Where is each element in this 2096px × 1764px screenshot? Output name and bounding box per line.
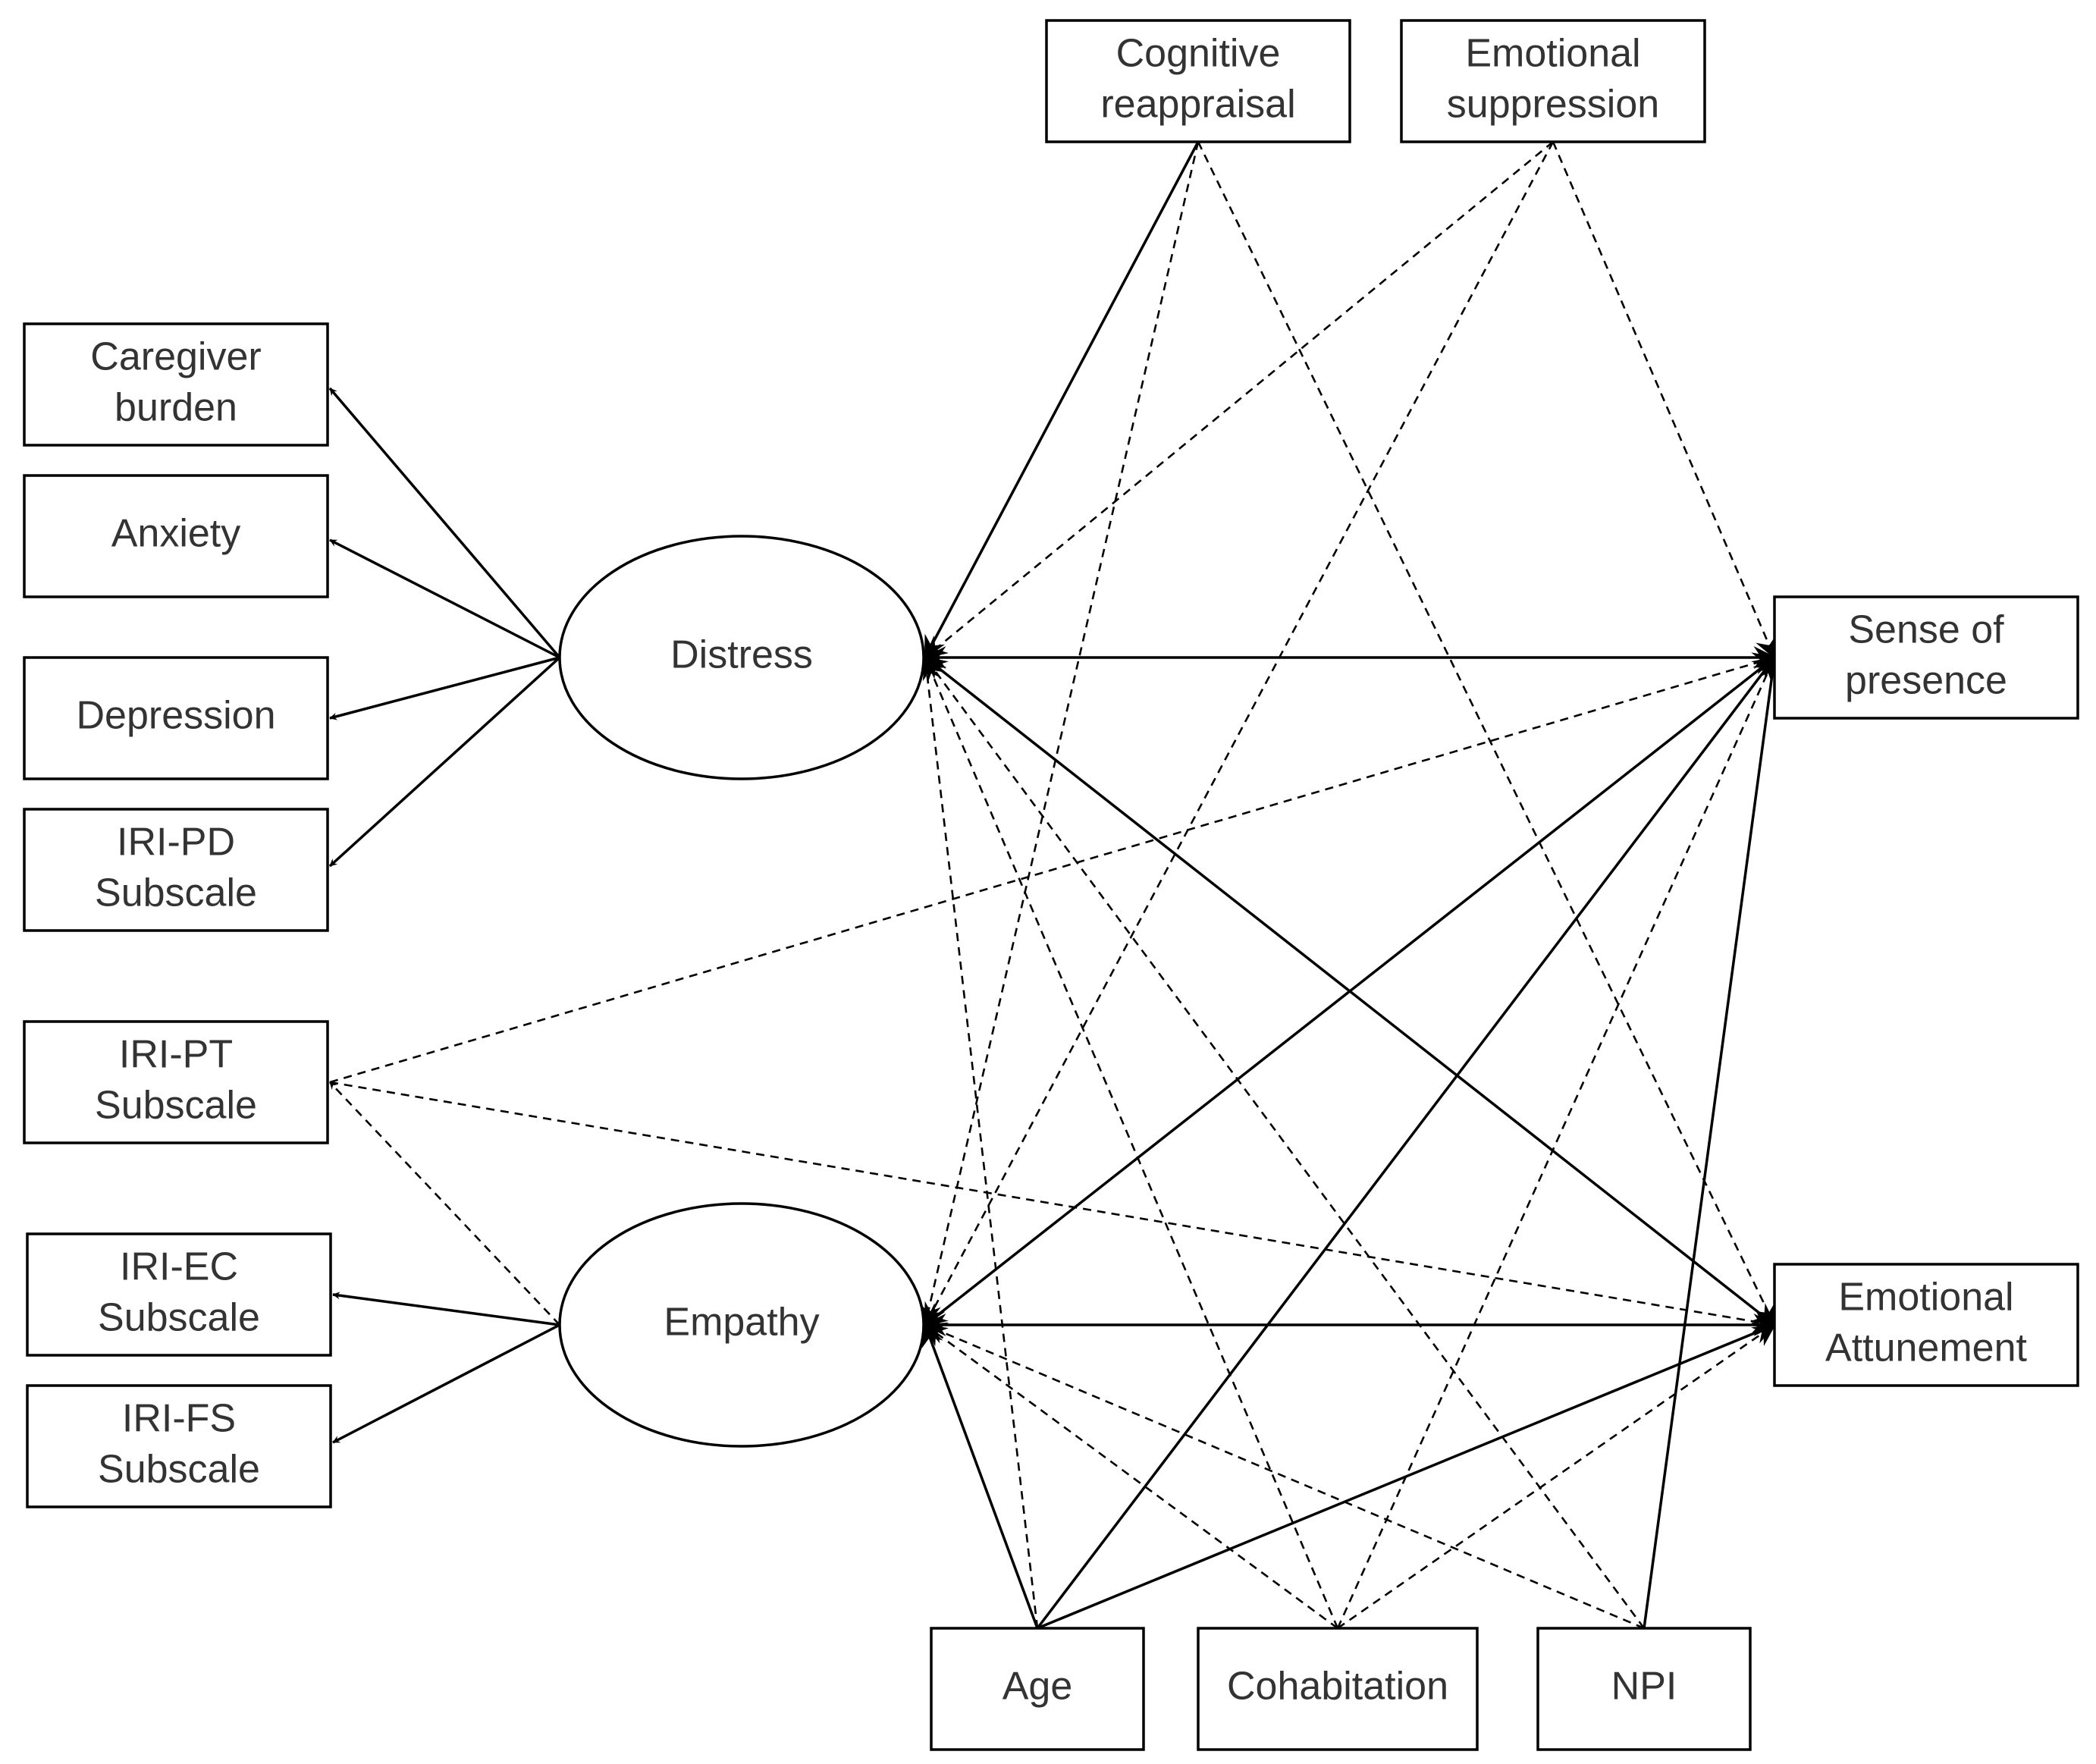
node-distress-label: Distress (670, 633, 813, 677)
edge-cohabitation-to-emotional-attunement (1337, 1323, 1777, 1630)
node-anxiety: Anxiety (23, 474, 329, 598)
node-iri-pd-line-2: Subscale (95, 871, 257, 915)
node-caregiver-burden: Caregiver burden (23, 322, 329, 447)
node-depression-line-1: Depression (76, 694, 275, 738)
node-empathy-label: Empathy (664, 1301, 819, 1345)
edge-cohabitation-to-empathy (923, 1323, 1338, 1630)
edge-iri-pt-to-emotional-attunement (329, 1081, 1777, 1333)
node-cognitive-reappraisal: Cognitive reappraisal (1045, 19, 1351, 143)
node-emotional-suppression-line-2: suppression (1447, 83, 1659, 127)
node-iri-ec: IRI-EC Subscale (26, 1232, 332, 1357)
edge-cognitive-reappraisal-to-empathy (918, 141, 1200, 1327)
node-empathy: Empathy (558, 1202, 925, 1448)
edge-emotional-suppression-to-empathy (924, 141, 1555, 1327)
edge-npi-to-distress (924, 655, 1646, 1629)
edge-empathy-to-iri-ec (332, 1292, 560, 1326)
edge-cohabitation-to-sense-of-presence (1336, 655, 1777, 1629)
node-distress: Distress (558, 535, 925, 780)
node-cognitive-reappraisal-line-1: Cognitive (1116, 32, 1281, 76)
node-age-label: Age (1003, 1665, 1073, 1709)
edge-age-to-empathy (921, 1323, 1039, 1629)
node-cohabitation-label: Cohabitation (1227, 1665, 1448, 1709)
edge-sense-of-presence-to-empathy (924, 656, 1776, 1326)
node-emotional-attunement-line-1: Emotional (1838, 1276, 2013, 1320)
node-cohabitation: Cohabitation (1197, 1627, 1479, 1751)
node-iri-pt-line-2: Subscale (95, 1084, 257, 1128)
node-emotional-suppression-line-1: Emotional (1465, 32, 1640, 76)
node-emotional-attunement: Emotional Attunement (1773, 1263, 2079, 1387)
node-npi: NPI (1536, 1627, 1752, 1751)
edge-cognitive-reappraisal-to-emotional-attunement (1197, 141, 1776, 1327)
edge-cohabitation-to-distress (922, 655, 1339, 1629)
node-iri-fs-line-2: Subscale (98, 1448, 260, 1492)
edge-distress-to-depression (329, 656, 560, 720)
node-iri-ec-line-2: Subscale (98, 1296, 260, 1340)
edge-empathy-to-iri-pt (329, 1081, 560, 1326)
edge-distress-to-anxiety (329, 538, 560, 659)
node-emotional-suppression: Emotional suppression (1400, 19, 1706, 143)
node-iri-pd: IRI-PD Subscale (23, 808, 329, 932)
node-depression: Depression (23, 656, 329, 780)
node-iri-pt-line-1: IRI-PT (119, 1033, 233, 1077)
node-sense-of-presence-line-2: presence (1845, 659, 2007, 703)
node-age: Age (930, 1627, 1145, 1751)
node-emotional-attunement-line-2: Attunement (1825, 1326, 2027, 1370)
edge-iri-pt-to-sense-of-presence (329, 652, 1777, 1084)
edge-distress-to-caregiver-burden (328, 387, 561, 659)
edge-empathy-to-iri-fs (332, 1323, 560, 1444)
node-cognitive-reappraisal-line-2: reappraisal (1100, 83, 1295, 127)
node-anxiety-line-1: Anxiety (111, 512, 241, 556)
node-caregiver-burden-line-1: Caregiver (90, 335, 261, 379)
edge-cognitive-reappraisal-to-distress (924, 141, 1200, 660)
node-iri-fs: IRI-FS Subscale (26, 1384, 332, 1508)
edge-distress-to-iri-pd (328, 656, 561, 868)
edge-emotional-suppression-to-distress (924, 140, 1554, 659)
edge-emotional-suppression-to-sense-of-presence (1552, 141, 1777, 660)
edge-age-to-distress (916, 655, 1039, 1629)
edge-npi-to-sense-of-presence (1643, 655, 1784, 1629)
edge-npi-to-empathy (923, 1322, 1645, 1630)
node-iri-fs-line-1: IRI-FS (122, 1397, 236, 1441)
node-npi-label: NPI (1611, 1665, 1677, 1709)
node-iri-pd-line-1: IRI-PD (117, 821, 235, 865)
edge-age-to-sense-of-presence (1036, 656, 1776, 1630)
node-iri-ec-line-1: IRI-EC (120, 1245, 238, 1289)
path-edges (328, 140, 1784, 1630)
node-sense-of-presence-line-1: Sense of (1848, 608, 2004, 652)
node-iri-pt: IRI-PT Subscale (23, 1020, 329, 1144)
node-caregiver-burden-line-2: burden (115, 386, 237, 430)
node-sense-of-presence: Sense of presence (1773, 595, 2079, 720)
